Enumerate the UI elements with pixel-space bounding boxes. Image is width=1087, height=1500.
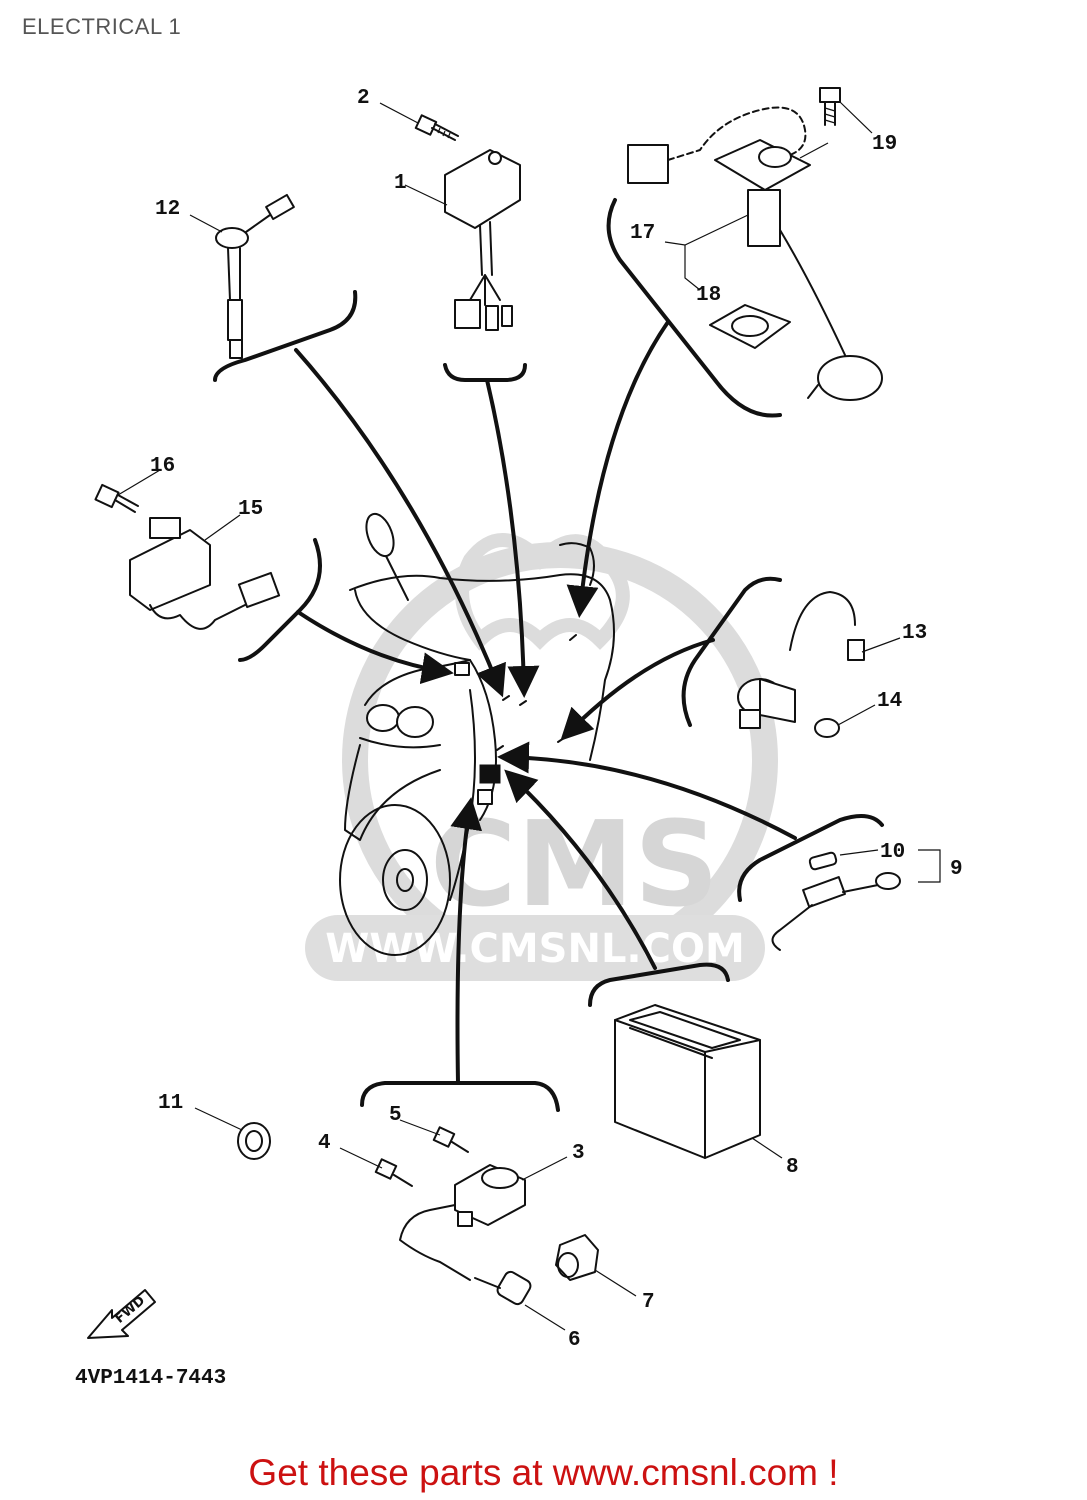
part-9-fuse-holder: [771, 851, 901, 951]
callout-9: 9: [950, 858, 963, 881]
callout-8: 8: [786, 1156, 799, 1179]
callout-13: 13: [902, 622, 927, 645]
watermark: CMS WWW.CMSNL.COM: [305, 533, 778, 981]
diagram-part-number: 4VP1414-7443: [75, 1367, 226, 1390]
fwd-arrow-icon: FWD: [87, 1289, 156, 1339]
callout-15: 15: [238, 498, 263, 521]
part-7-cap: [555, 1234, 599, 1281]
part-6-plug-cap: [474, 1270, 532, 1306]
part-5-bolt: [432, 1126, 469, 1153]
part-4-bolt: [374, 1158, 413, 1187]
part-19-bolt: [819, 87, 841, 126]
part-1-cdi-unit: [444, 149, 521, 331]
callout-17: 17: [630, 222, 655, 245]
callout-2: 2: [357, 87, 370, 110]
callout-5: 5: [389, 1104, 402, 1127]
part-3-ignition-coil: [399, 1164, 526, 1281]
part-14-nut: [814, 718, 840, 738]
callout-7: 7: [642, 1291, 655, 1314]
callout-6: 6: [568, 1329, 581, 1352]
callout-11: 11: [158, 1092, 183, 1115]
callout-16: 16: [150, 455, 175, 478]
callout-labels: 1 2 3 4 5 6 7 8 9 10 11 12 13 14 15 16 1…: [150, 87, 963, 1352]
callout-19: 19: [872, 133, 897, 156]
reference-arrows: [213, 198, 884, 1112]
get-parts-link[interactable]: Get these parts at www.cmsnl.com !: [248, 1452, 839, 1493]
callout-4: 4: [318, 1132, 331, 1155]
callout-14: 14: [877, 690, 902, 713]
part-8-battery: [614, 1004, 761, 1159]
part-11-clip: [237, 1122, 271, 1160]
part-12-plug-cap: [215, 193, 295, 359]
callout-3: 3: [572, 1142, 585, 1165]
leader-lines: [117, 101, 941, 1331]
part-15-relay: [129, 517, 281, 630]
part-18-gasket: [709, 304, 791, 349]
callout-1: 1: [394, 172, 407, 195]
callout-12: 12: [155, 198, 180, 221]
part-17-fuel-sender: [627, 106, 883, 401]
callout-10: 10: [880, 841, 905, 864]
page-title: ELECTRICAL 1: [22, 14, 182, 39]
watermark-url-text: WWW.CMSNL.COM: [325, 926, 745, 972]
part-2-screw: [414, 114, 459, 141]
part-13-starter-relay: [737, 591, 865, 729]
callout-18: 18: [696, 284, 721, 307]
part-16-screw: [94, 483, 139, 513]
watermark-logo-text: CMS: [430, 795, 719, 933]
